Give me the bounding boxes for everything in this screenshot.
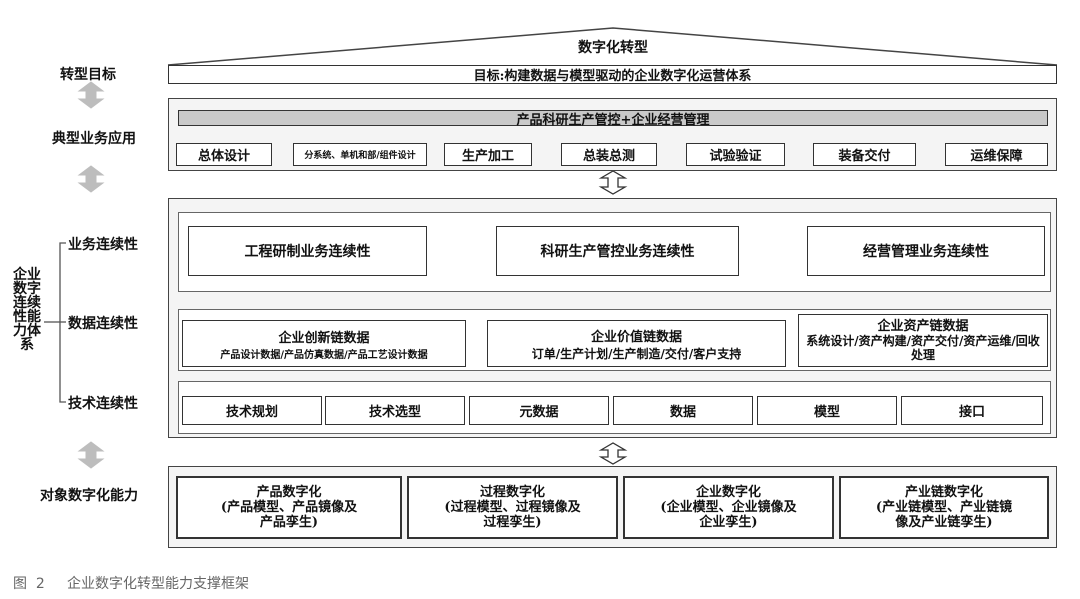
data-innovation-chain: 企业创新链数据 产品设计数据/产品仿真数据/产品工艺设计数据 <box>182 320 466 367</box>
object-process: 过程数字化 (过程模型、过程镜像及 过程孪生) <box>407 476 618 539</box>
tech-interface: 接口 <box>901 396 1043 425</box>
label-transform-goal: 转型目标 <box>60 67 116 83</box>
object-process-title: 过程数字化 <box>479 485 545 500</box>
apps-header-bar: 产品科研生产管控+企业经营管理 <box>178 110 1048 128</box>
object-industry-chain: 产业链数字化 (产业链模型、产业链镜 像及产业链孪生) <box>839 476 1049 539</box>
object-product-line2: 产品孪生) <box>259 515 319 530</box>
goal-box: 目标:构建数据与模型驱动的企业数字化运营体系 <box>168 65 1057 84</box>
left-bracket <box>44 242 66 403</box>
object-enterprise-line2: 企业孪生) <box>699 515 758 530</box>
object-enterprise-line1: (企业模型、企业镜像及 <box>660 500 797 515</box>
step-assembly-test: 总装总测 <box>561 143 657 166</box>
object-industry-title: 产业链数字化 <box>904 485 983 500</box>
label-object-digitalization: 对象数字化能力 <box>40 488 138 504</box>
business-production-control: 科研生产管控业务连续性 <box>496 226 739 276</box>
object-process-line2: 过程孪生) <box>483 515 542 530</box>
left-grey-arrows <box>77 81 105 469</box>
step-production: 生产加工 <box>444 143 532 166</box>
data-value-detail: 订单/生产计划/生产制造/交付/客户支持 <box>531 346 742 361</box>
tech-selection: 技术选型 <box>325 396 465 425</box>
figure-caption: 图 2 企业数字化转型能力支撑框架 <box>13 576 250 592</box>
object-industry-line2: 像及产业链孪生) <box>895 515 993 530</box>
object-industry-line1: (产业链模型、产业链镜 <box>875 500 1013 515</box>
data-value-title: 企业价值链数据 <box>590 329 682 345</box>
tech-metadata: 元数据 <box>469 396 609 425</box>
label-tech-continuity: 技术连续性 <box>68 396 138 412</box>
vertical-double-arrow <box>598 170 628 465</box>
step-verification: 试验验证 <box>686 143 785 166</box>
step-overall-design: 总体设计 <box>176 143 272 166</box>
label-continuity-system: 企业数字连续性能力体系 <box>13 267 41 353</box>
object-product-line1: (产品模型、产品镜像及 <box>220 500 358 515</box>
roof-triangle <box>167 27 1058 66</box>
label-typical-apps: 典型业务应用 <box>52 131 136 147</box>
tech-data: 数据 <box>613 396 753 425</box>
label-business-continuity: 业务连续性 <box>68 237 138 253</box>
business-operation-mgmt: 经营管理业务连续性 <box>807 226 1045 276</box>
object-enterprise: 企业数字化 (企业模型、企业镜像及 企业孪生) <box>623 476 834 539</box>
tech-model: 模型 <box>757 396 897 425</box>
tech-planning: 技术规划 <box>182 396 322 425</box>
object-product: 产品数字化 (产品模型、产品镜像及 产品孪生) <box>176 476 402 539</box>
step-maintenance: 运维保障 <box>945 143 1048 166</box>
data-innovation-detail: 产品设计数据/产品仿真数据/产品工艺设计数据 <box>220 349 428 361</box>
object-process-line1: (过程模型、过程镜像及 <box>444 500 581 515</box>
step-subsystem-design: 分系统、单机和部/组件设计 <box>293 143 427 166</box>
data-innovation-title: 企业创新链数据 <box>278 330 370 346</box>
object-product-title: 产品数字化 <box>256 485 322 500</box>
data-asset-detail: 系统设计/资产构建/资产交付/资产运维/回收处理 <box>806 333 1040 362</box>
object-enterprise-title: 企业数字化 <box>695 485 761 500</box>
data-value-chain: 企业价值链数据 订单/生产计划/生产制造/交付/客户支持 <box>487 320 786 367</box>
diagram-title: 数字化转型 <box>578 40 648 56</box>
label-data-continuity: 数据连续性 <box>68 316 138 332</box>
business-engineering: 工程研制业务连续性 <box>188 226 427 276</box>
data-asset-chain: 企业资产链数据 系统设计/资产构建/资产交付/资产运维/回收处理 <box>798 314 1048 367</box>
step-delivery: 装备交付 <box>813 143 916 166</box>
data-asset-title: 企业资产链数据 <box>877 318 969 334</box>
